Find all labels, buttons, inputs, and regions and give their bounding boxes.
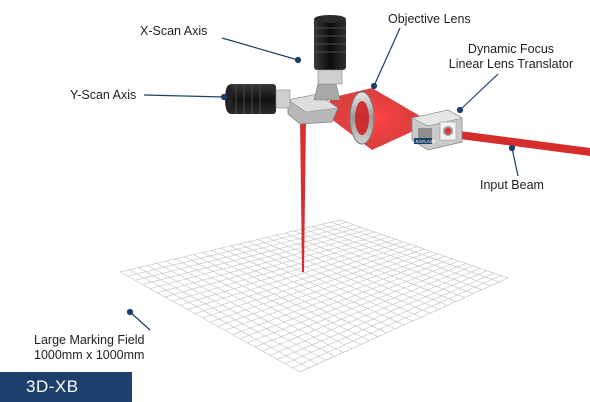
input-beam-label: Input Beam — [480, 178, 544, 192]
dynamic-focus-label-line2: Linear Lens Translator — [448, 57, 574, 71]
grid-line — [277, 270, 488, 360]
grid-line — [284, 232, 457, 302]
leader-objective — [373, 27, 401, 87]
objective-lens — [349, 91, 375, 145]
leader-input-beam — [511, 147, 519, 177]
x-scan-axis-label: X-Scan Axis — [140, 24, 208, 38]
objective-lens-label: Objective Lens — [388, 12, 471, 26]
grid-line — [292, 275, 502, 369]
x-scan-motor — [314, 15, 346, 85]
device-brand-label: RAYLASE — [416, 139, 436, 144]
grid-line — [294, 230, 465, 298]
grid-line — [330, 221, 500, 283]
expanding-beam-cone — [330, 88, 420, 150]
marking-field-grid — [119, 219, 509, 373]
y-scan-motor — [225, 84, 291, 114]
grid-line — [299, 277, 509, 373]
grid-line — [339, 219, 509, 279]
galvo-head — [287, 83, 341, 125]
marking-field-label: Large Marking Field 1000mm x 1000mm — [34, 333, 144, 363]
y-scan-axis-label: Y-Scan Axis — [70, 88, 137, 102]
grid-line — [312, 226, 483, 291]
leader-x-scan — [221, 37, 299, 61]
leader-y-scan — [143, 94, 225, 98]
grid-line — [284, 272, 495, 364]
marking-field-label-line2: 1000mm x 1000mm — [34, 348, 145, 362]
leader-dynamic-focus — [459, 73, 499, 111]
grid-line — [321, 224, 491, 287]
scanned-beam — [300, 118, 306, 272]
leader-marking-field — [129, 311, 151, 331]
dynamic-focus-label-line1: Dynamic Focus — [467, 42, 555, 56]
model-badge: 3D-XB — [0, 372, 132, 402]
grid-line — [269, 268, 481, 356]
dynamic-focus-label: Dynamic Focus Linear Lens Translator — [438, 42, 584, 72]
leader-lines — [126, 27, 519, 331]
marking-field-label-line1: Large Marking Field — [34, 333, 145, 347]
dynamic-focus-translator: RAYLASE — [411, 109, 463, 151]
input-beam — [452, 130, 590, 156]
